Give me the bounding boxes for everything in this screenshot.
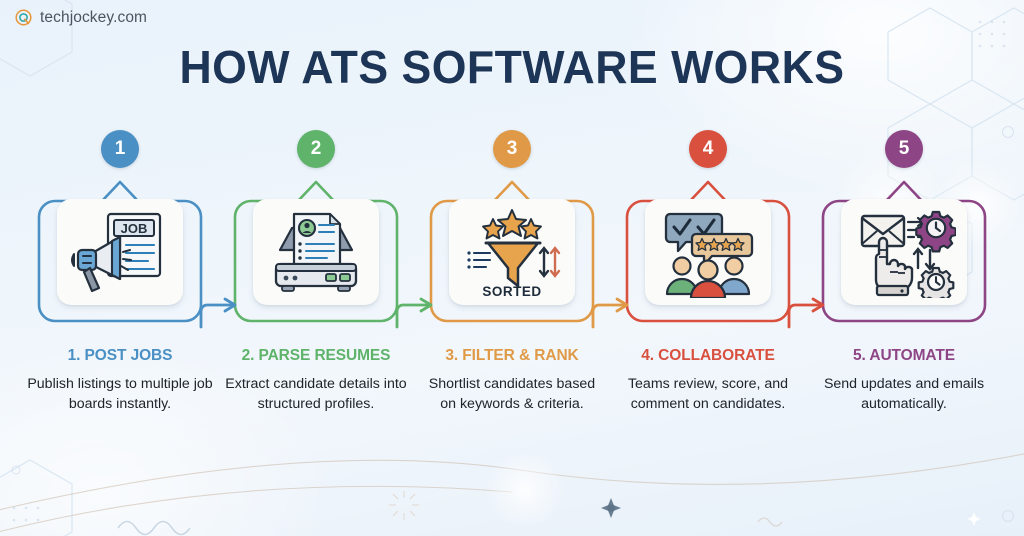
step-4-description: Teams review, score, and comment on cand…: [627, 376, 789, 413]
funnel-sorted-label: SORTED: [482, 284, 541, 298]
svg-text:JOB: JOB: [121, 221, 148, 236]
step-5-card-outline: [821, 180, 987, 323]
step-2-description: Extract candidate details into structure…: [225, 376, 407, 413]
step-2: 2: [225, 130, 433, 414]
step-5-number: 5: [898, 138, 910, 159]
step-3-card-outline: [429, 180, 595, 323]
connector-arrow-4-to-5: [787, 297, 825, 329]
step-3-icon-tile: SORTED: [449, 199, 575, 305]
step-1-icon-tile: JOB: [57, 199, 183, 305]
brand-logo[interactable]: techjockey.com: [14, 8, 147, 27]
step-3-description: Shortlist candidates based on keywords &…: [428, 376, 596, 413]
connector-arrow-3-to-4: [591, 297, 629, 329]
step-2-card-outline: [233, 180, 399, 323]
connector-arrow-2-to-3: [395, 297, 433, 329]
techjockey-circle-logo-icon: [15, 9, 32, 26]
step-4-icon-tile: [645, 199, 771, 305]
step-3-number-badge: 3: [493, 130, 531, 168]
step-5-card[interactable]: [821, 173, 987, 323]
team-review-speech-bubbles-icon: [664, 212, 754, 298]
step-1-number: 1: [114, 138, 126, 159]
step-4-heading: 4. COLLABORATE: [641, 347, 775, 364]
step-5: 5: [814, 130, 994, 414]
email-automation-gears-hand-icon: [860, 210, 956, 298]
megaphone-job-posting-icon: JOB: [71, 212, 162, 293]
step-4-number-badge: 4: [689, 130, 727, 168]
brand-name: techjockey.com: [40, 8, 148, 26]
funnel-sorted-stars-icon: SORTED: [467, 209, 561, 298]
steps-row: 1 JOB: [27, 130, 994, 414]
step-4-card-outline: [625, 180, 791, 323]
step-2-icon-tile: [253, 199, 379, 305]
step-4: 4: [618, 130, 825, 414]
step-3: 3: [422, 130, 629, 414]
step-1: 1 JOB: [27, 130, 237, 414]
connector-arrow-1-to-2: [199, 297, 237, 329]
step-1-card[interactable]: JOB: [37, 173, 237, 329]
step-3-card[interactable]: SORTED: [429, 173, 629, 329]
step-2-card[interactable]: [233, 173, 433, 329]
step-5-icon-tile: [841, 199, 967, 305]
step-5-description: Send updates and emails automatically.: [823, 376, 985, 413]
step-2-heading: 2. PARSE RESUMES: [241, 347, 391, 364]
step-5-number-badge: 5: [885, 130, 923, 168]
step-1-heading: 1. POST JOBS: [67, 347, 173, 364]
resume-scanner-icon: [274, 212, 358, 292]
step-1-number-badge: 1: [101, 130, 139, 168]
four-point-star-sparkle-icon: [607, 498, 615, 518]
step-4-number: 4: [702, 138, 714, 159]
step-1-description: Publish listings to multiple job boards …: [27, 376, 213, 413]
step-4-card[interactable]: [625, 173, 825, 329]
step-2-number-badge: 2: [297, 130, 335, 168]
step-3-heading: 3. FILTER & RANK: [445, 347, 579, 364]
step-3-number: 3: [506, 138, 518, 159]
step-1-card-outline: [37, 180, 203, 323]
step-2-number: 2: [310, 138, 322, 159]
step-5-heading: 5. AUTOMATE: [853, 347, 955, 364]
page-title: HOW ATS SOFTWARE WORKS: [179, 41, 845, 93]
